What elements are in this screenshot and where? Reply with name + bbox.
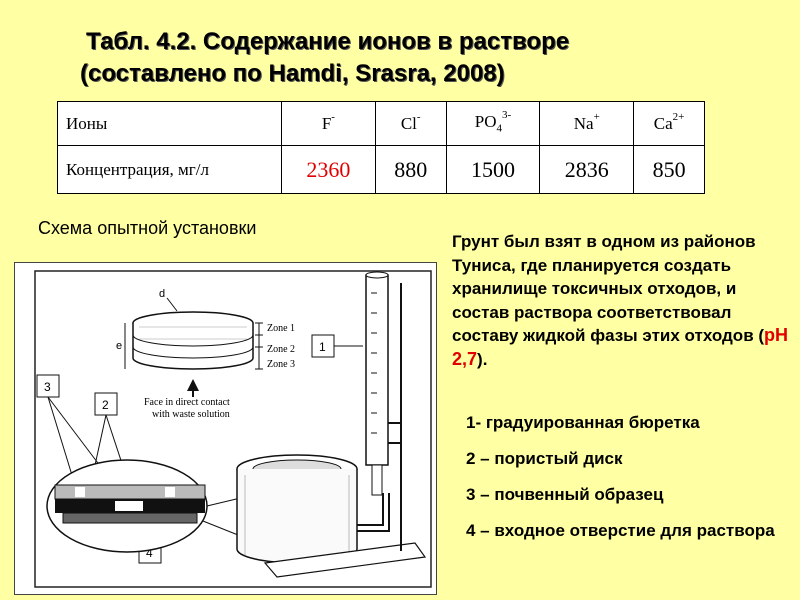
schema-title: Схема опытной установки <box>38 218 257 238</box>
ph-value: pH 2,7 <box>452 325 789 369</box>
ion-f: F- <box>281 101 376 146</box>
list-item: 4 – входное отверстие для раствора <box>466 521 775 540</box>
ion-po4: PO43- <box>445 101 541 146</box>
list-item: 1- градуированная бюретка <box>466 413 700 432</box>
callout-4: 4 <box>146 546 153 560</box>
label-zone-3: Zone 3 <box>267 359 295 370</box>
callout-2: 2 <box>102 398 109 412</box>
callout-1: 1 <box>319 340 326 354</box>
ion-cl: Cl- <box>374 101 447 146</box>
row-label-ions: Ионы <box>57 101 282 146</box>
setup-diagram: d e Zone 1 Zone 2 Zone 3 Face in direct … <box>34 270 432 588</box>
table-header-row: Ионы F- Cl- PO43- Na+ Ca2+ <box>57 101 705 146</box>
value-ca: 850 <box>633 145 705 194</box>
value-po4: 1500 <box>445 145 541 194</box>
ion-na: Na+ <box>539 101 635 146</box>
table-row: Концентрация, мг/л 2360 880 1500 2836 85… <box>57 145 705 194</box>
diagram-frame <box>34 270 432 588</box>
row-label-concentration: Концентрация, мг/л <box>57 145 282 194</box>
slide-title: Табл. 4.2. Содержание ионов в растворе (… <box>80 26 700 90</box>
label-face-line-1: Face in direct contact <box>144 397 230 408</box>
label-face-line-2: with waste solution <box>152 409 230 420</box>
description-end: ). <box>477 349 488 369</box>
value-f: 2360 <box>281 145 376 194</box>
porous-disk-detail <box>46 459 208 553</box>
title-line-1: Табл. 4.2. Содержание ионов в растворе <box>86 28 570 55</box>
list-item: 3 – почвенный образец <box>466 485 664 504</box>
list-item: 2 – пористый диск <box>466 449 623 468</box>
label-zone-1: Zone 1 <box>267 323 295 334</box>
ion-concentration-table: Ионы F- Cl- PO43- Na+ Ca2+ Концентрация,… <box>57 101 705 194</box>
description-text: Грунт был взят в одном из районов Туниса… <box>452 232 765 345</box>
callout-3: 3 <box>44 380 51 394</box>
legend-list: 1- градуированная бюретка 2 – пористый д… <box>466 412 786 556</box>
vessel-drawing <box>236 454 427 578</box>
label-e: e <box>116 340 122 352</box>
burette-drawing <box>365 271 402 551</box>
title-line-2: (составлено по Hamdi, Srasra, 2008) <box>80 60 505 87</box>
experimental-setup-figure: d e Zone 1 Zone 2 Zone 3 Face in direct … <box>14 262 437 595</box>
soil-sample-drawing <box>124 297 263 397</box>
value-na: 2836 <box>539 145 635 194</box>
ion-ca: Ca2+ <box>633 101 705 146</box>
label-d: d <box>159 288 165 300</box>
soil-description: Грунт был взят в одном из районов Туниса… <box>452 230 792 371</box>
value-cl: 880 <box>374 145 447 194</box>
label-zone-2: Zone 2 <box>267 344 295 355</box>
